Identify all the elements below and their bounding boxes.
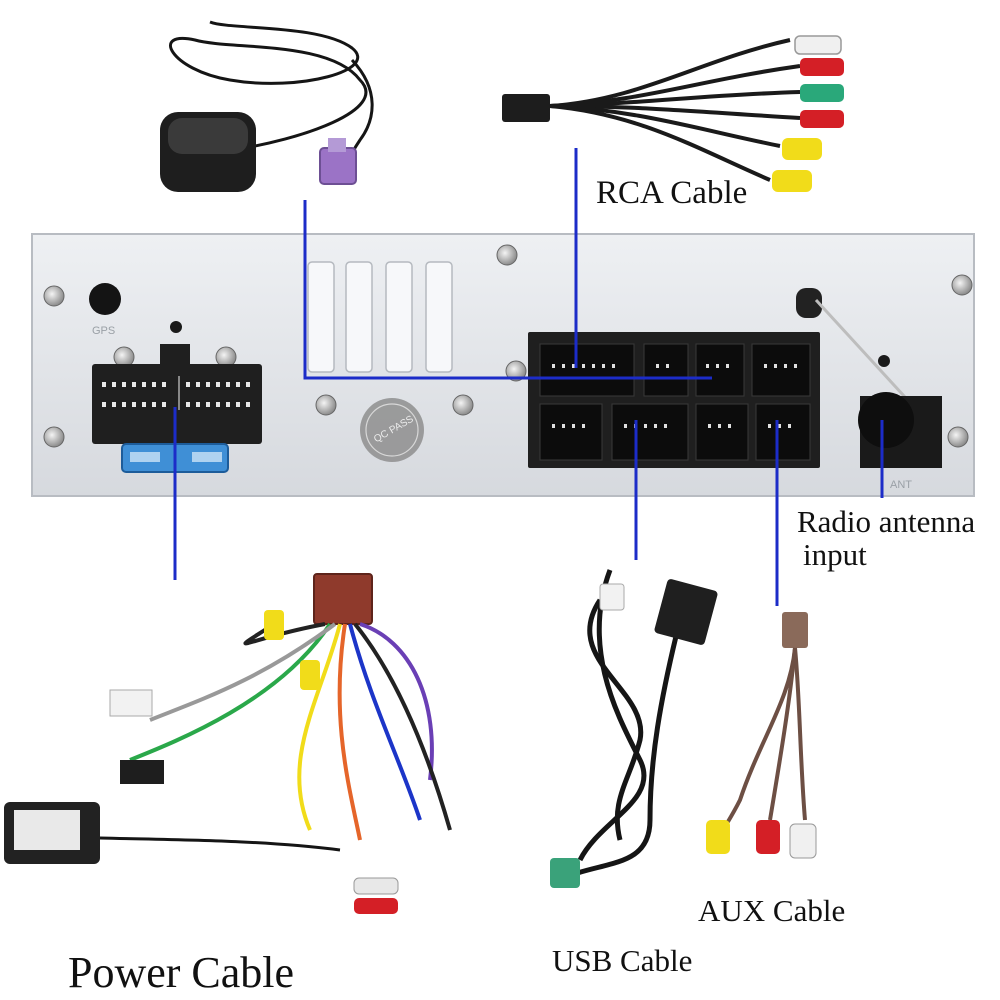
radio-antenna-label-line1: Radio antenna [797,504,976,539]
rca-multi-plug [502,94,550,122]
power-cable-harness [4,573,452,914]
power-connector-socket [92,344,262,473]
gps-connector-line [303,200,712,380]
gps-connector-plug [319,138,357,185]
connector-lines [173,148,884,606]
power-iso-plug [313,573,373,625]
panel-vents [307,261,453,373]
svg-text:ANT: ANT [890,479,912,491]
panel-screws [43,244,973,448]
aux-cable-label: AUX Cable [698,893,846,928]
multi-connector-socket [528,332,820,468]
usb-cable [550,569,718,888]
usb-plug [654,579,718,645]
usb-green-plug [550,858,580,888]
aux-plug [782,612,808,648]
rca-plugs [772,35,844,192]
rca-cable [502,35,844,192]
usb-cable-label: USB Cable [552,943,693,978]
radio-antenna-socket: ANT [858,392,942,491]
antenna-post [796,288,917,410]
gps-port-mark: GPS [92,325,115,337]
radio-antenna-label-line2: input [803,536,867,572]
power-cable-label: Power Cable [68,948,295,997]
rca-cable-label: RCA Cable [596,175,748,211]
radio-antenna-label: Radio antenna input [797,504,976,572]
qc-pass-badge: QC PASS [360,398,424,462]
aux-cable [706,612,817,859]
head-unit-back-panel: GPS QC PASS [31,233,975,497]
gps-antenna-puck [160,112,256,192]
can-bus-decoder [4,802,100,864]
gps-antenna-cable [160,20,374,192]
gps-port-hole [89,283,121,315]
